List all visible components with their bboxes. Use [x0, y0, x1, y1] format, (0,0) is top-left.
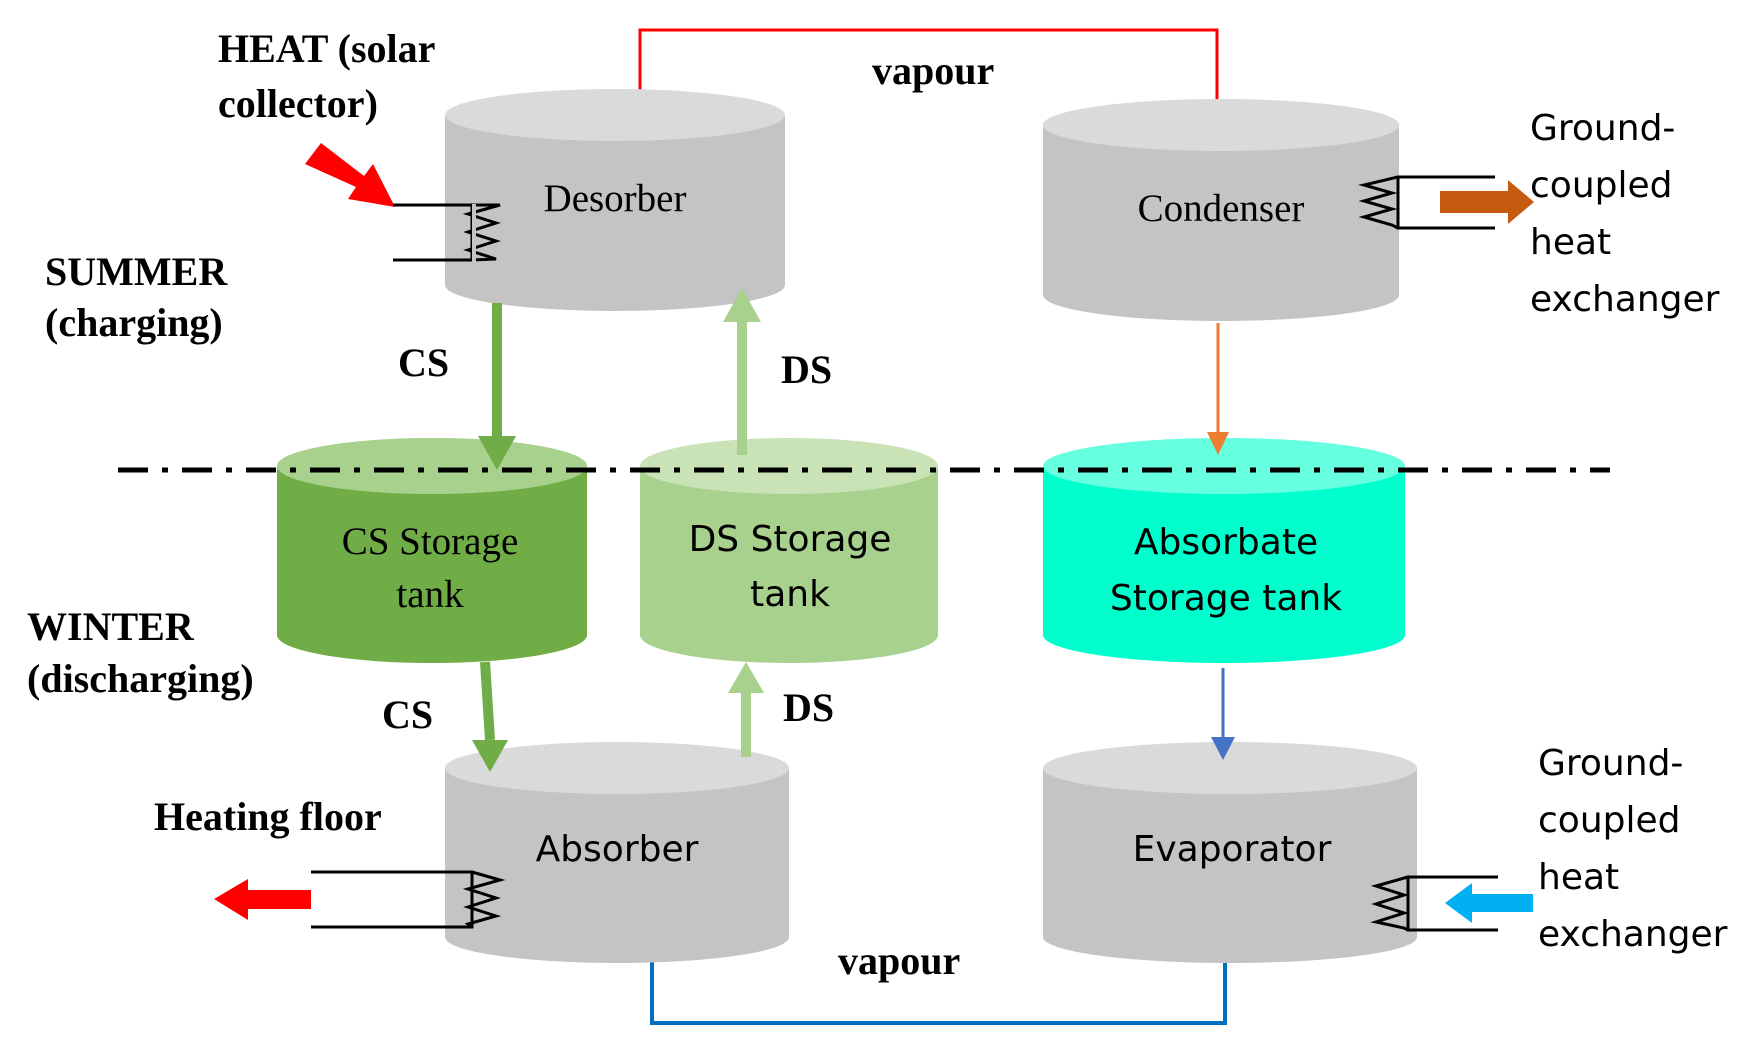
solar-heat-input-arrow [305, 143, 395, 207]
gchx-top-line2: coupled [1530, 165, 1673, 206]
gchx-top-line1: Ground- [1530, 108, 1675, 149]
summer-label-line1: SUMMER [45, 249, 228, 294]
absorbate-tank-label-line2: Storage tank [1110, 578, 1342, 619]
condenser-label: Condenser [1138, 187, 1305, 230]
absorbate-flow-arrow [1211, 668, 1235, 760]
desorber-vessel: Desorber [445, 89, 785, 311]
absorber-label: Absorber [536, 829, 699, 870]
gchx-bottom-line2: coupled [1538, 800, 1681, 841]
absorber-vessel: Absorber [445, 742, 789, 963]
condensate-flow-arrow [1207, 323, 1229, 455]
winter-label-line2: (discharging) [27, 656, 254, 701]
ds-flow-arrow-upper [723, 288, 761, 455]
ds-label-lower: DS [783, 685, 834, 730]
gchx-top-line4: exchanger [1530, 279, 1720, 320]
evaporator-vessel: Evaporator [1043, 742, 1417, 963]
absorbate-tank-label-line1: Absorbate [1134, 522, 1318, 563]
desorber-label: Desorber [544, 177, 687, 220]
absorber-coil [311, 870, 506, 929]
gchx-bottom-line3: heat [1538, 857, 1619, 898]
heating-floor-arrow [214, 879, 311, 920]
evaporator-coil [1370, 875, 1498, 932]
heat-label-line1: HEAT (solar [218, 26, 435, 71]
vapour-label-bottom: vapour [838, 938, 960, 983]
ds-label-upper: DS [781, 347, 832, 392]
vapour-label-top: vapour [872, 48, 994, 93]
cs-flow-arrow-upper [478, 303, 516, 470]
summer-label-line2: (charging) [45, 300, 223, 345]
gchx-top-line3: heat [1530, 222, 1611, 263]
absorbate-storage-tank: Absorbate Storage tank [1043, 438, 1405, 663]
ds-flow-arrow-lower [728, 662, 764, 757]
condenser-vessel: Condenser [1043, 99, 1399, 321]
condenser-coil [1358, 175, 1495, 230]
heat-label-line2: collector) [218, 81, 378, 126]
heat-rejection-arrow [1440, 180, 1534, 224]
ds-tank-label-line2: tank [750, 574, 830, 615]
gchx-label-top: Ground- coupled heat exchanger [1530, 108, 1720, 320]
ds-tank-label-line1: DS Storage [689, 519, 892, 560]
heating-floor-label: Heating floor [154, 794, 382, 839]
ground-heat-input-arrow [1445, 883, 1533, 923]
cs-label-upper: CS [398, 340, 449, 385]
cs-tank-label-line1: CS Storage [342, 520, 519, 563]
ds-storage-tank: DS Storage tank [640, 438, 938, 663]
evaporator-label: Evaporator [1133, 829, 1332, 870]
gchx-label-bottom: Ground- coupled heat exchanger [1538, 743, 1728, 955]
vapour-line-bottom [650, 955, 1227, 1025]
gchx-bottom-line1: Ground- [1538, 743, 1683, 784]
cs-storage-tank: CS Storage tank [277, 438, 587, 663]
winter-label-line1: WINTER [27, 604, 195, 649]
cs-flow-arrow-lower [472, 661, 508, 772]
cs-label-lower: CS [382, 692, 433, 737]
cs-tank-label-line2: tank [396, 573, 464, 616]
gchx-bottom-line4: exchanger [1538, 914, 1728, 955]
desorber-coil [393, 203, 501, 262]
